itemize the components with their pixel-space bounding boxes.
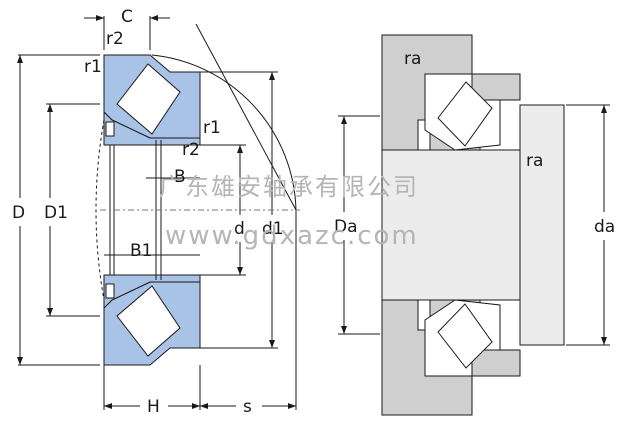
labels-left: C r2 r1 r1 r2 B D D1 d d1 B1 H s xyxy=(12,7,284,417)
label-r2-top: r2 xyxy=(106,29,124,49)
label-r1-mid: r1 xyxy=(203,118,221,138)
label-b1: B1 xyxy=(130,241,152,261)
label-d-outer: D xyxy=(12,203,25,223)
watermark: 广东雄安轴承有限公司 www.gdxazc.com xyxy=(159,173,419,251)
label-ra-right: ra xyxy=(526,151,543,171)
label-b: B xyxy=(174,167,186,187)
dimension-lines-right xyxy=(338,104,610,346)
label-r2-mid: r2 xyxy=(182,140,200,160)
shaft-shoulder xyxy=(519,104,565,346)
roller-bottom xyxy=(116,285,181,357)
bearing-section xyxy=(95,54,297,366)
labels-right: ra ra Da da xyxy=(334,49,615,237)
label-c: C xyxy=(121,7,133,27)
label-s: s xyxy=(243,397,252,417)
label-r1-top: r1 xyxy=(84,57,102,77)
label-h: H xyxy=(147,397,160,417)
label-d-bore: d xyxy=(234,219,245,239)
roller-top xyxy=(116,63,181,135)
mounting-section xyxy=(381,34,565,416)
watermark-company: 广东雄安轴承有限公司 xyxy=(159,173,419,201)
label-da-outer: Da xyxy=(334,217,358,237)
arrowheads-right xyxy=(341,105,607,345)
label-ra-top: ra xyxy=(404,49,421,69)
arrowheads-left xyxy=(17,15,296,409)
label-d1-outer: D1 xyxy=(44,203,68,223)
label-d1-small: d1 xyxy=(262,219,284,239)
label-da-inner: da xyxy=(594,217,615,237)
watermark-url: www.gdxazc.com xyxy=(165,221,419,251)
